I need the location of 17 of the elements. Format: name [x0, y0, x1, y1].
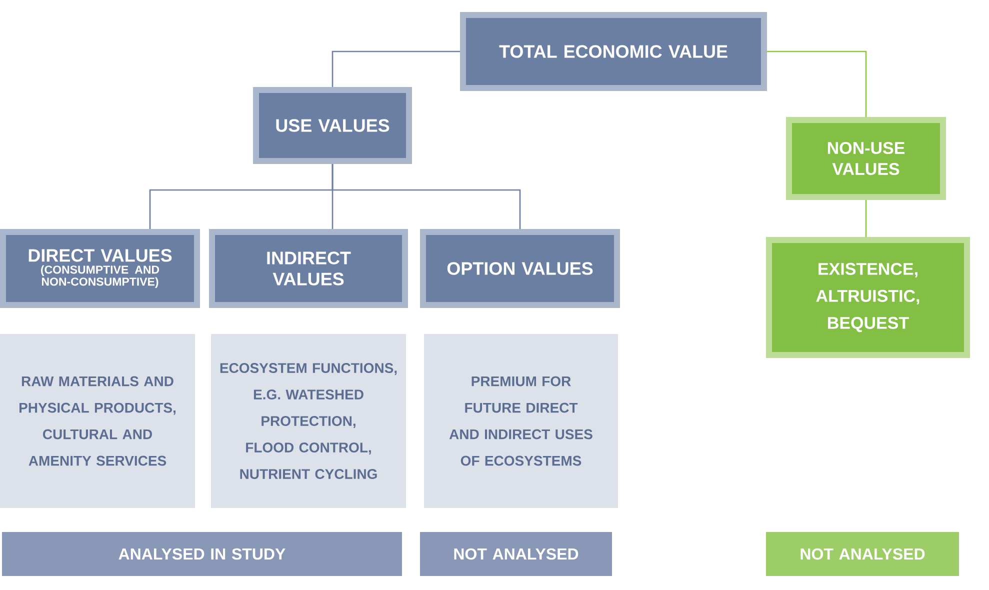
connector-line: [767, 50, 867, 117]
connector-line: [332, 50, 460, 87]
description-box: PREMIUM FOR FUTURE DIRECT AND INDIRECT USES OF ECOSYSTEMS: [424, 334, 618, 508]
value-box: DIRECT VALUES (CONSUMPTIVE AND NON-CONSUMPTIVE): [0, 229, 200, 308]
status-bar: NOT ANALYSED: [420, 532, 612, 576]
connector-line: [332, 164, 521, 229]
status-bar: ANALYSED IN STUDY: [2, 532, 402, 576]
value-box: OPTION VALUES: [420, 229, 620, 308]
value-box: EXISTENCE, ALTRUISTIC, BEQUEST: [766, 237, 970, 358]
connector-line: [865, 200, 867, 237]
value-box: NON-USE VALUES: [786, 117, 946, 200]
status-bar: NOT ANALYSED: [766, 532, 959, 576]
value-box: TOTAL ECONOMIC VALUE: [460, 12, 767, 91]
description-box: RAW MATERIALS AND PHYSICAL PRODUCTS, CULTURAL AND AMENITY SERVICES: [0, 334, 195, 508]
description-box: ECOSYSTEM FUNCTIONS, E.G. WATESHED PROTECTION, FLOOD CONTROL, NUTRIENT CYCLING: [211, 334, 406, 508]
value-box: USE VALUES: [253, 87, 412, 164]
value-box: INDIRECT VALUES: [209, 229, 408, 308]
